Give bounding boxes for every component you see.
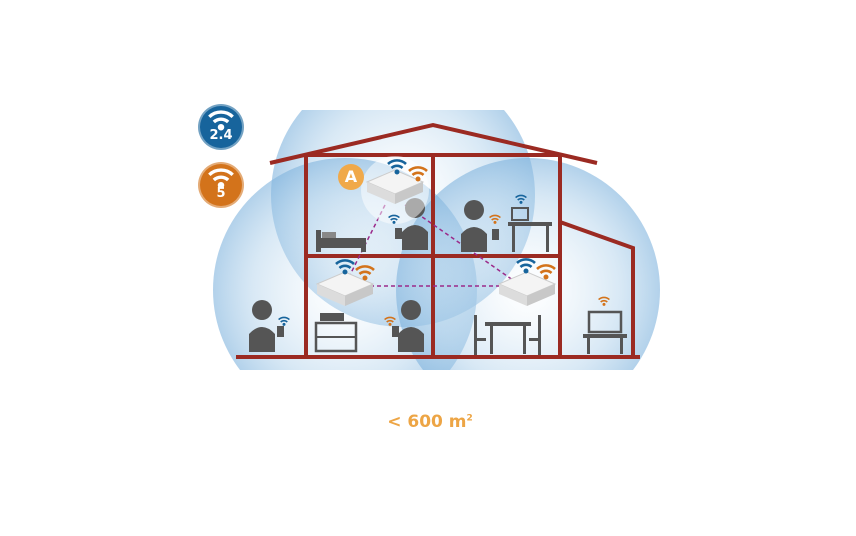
coverage-zones <box>213 110 660 370</box>
coverage-area-unit-exponent: 2 <box>466 413 473 424</box>
routers <box>316 156 556 307</box>
legend-label-5: 5 <box>216 186 226 201</box>
legend-label-2-4: 2.4 <box>209 128 233 143</box>
legend-badge-5ghz: 5 <box>198 162 244 208</box>
main-router-label: A <box>338 164 364 190</box>
people <box>249 198 499 352</box>
furniture <box>314 207 627 355</box>
coverage-area-label: < 600 m2 <box>370 412 490 432</box>
legend-badge-2-4ghz: 2.4 <box>198 104 244 150</box>
coverage-area-value: < 600 m <box>387 412 467 432</box>
house-walls <box>236 122 640 359</box>
